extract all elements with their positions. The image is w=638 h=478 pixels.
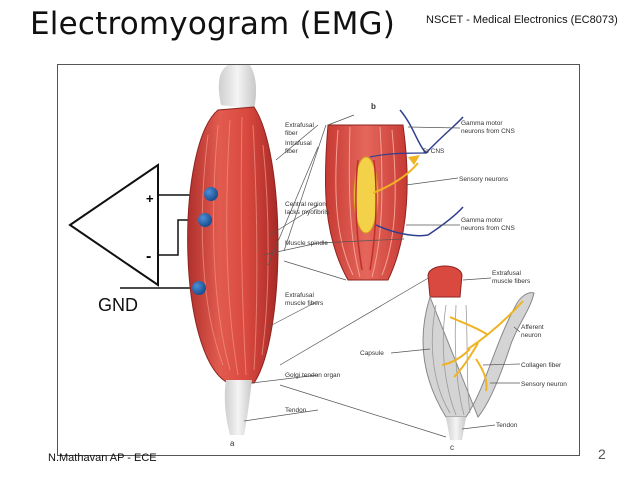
author-footer: N.Mathavan AP - ECE xyxy=(48,452,157,464)
afferent-neuron-branches xyxy=(441,300,524,392)
page-number: 2 xyxy=(598,446,606,462)
golgi-tendon-organ-detail: c xyxy=(422,265,535,452)
label-central-region-1: Central region xyxy=(285,201,326,208)
electrode-ground xyxy=(192,281,206,295)
label-sensory-neurons: Sensory neurons xyxy=(459,176,509,183)
label-intrafusal-fiber-1: Intrafusal xyxy=(285,140,312,147)
amplifier-minus-sign: - xyxy=(146,248,151,265)
label-gamma-motor-top-2: neurons from CNS xyxy=(461,128,515,135)
emg-figure: + - GND a xyxy=(57,64,580,456)
label-extrafusal-muscle-fibers-left-1: Extrafusal xyxy=(285,292,314,299)
muscle-spindle-detail: b xyxy=(324,102,464,281)
label-intrafusal-fiber-2: fiber xyxy=(285,148,298,155)
label-gamma-motor-bottom-1: Gamma motor xyxy=(461,217,503,224)
label-central-region-2: lacks myofibrils xyxy=(285,209,330,216)
electrode-top xyxy=(204,187,218,201)
panel-label-c: c xyxy=(450,443,454,452)
amplifier-plus-sign: + xyxy=(146,191,154,206)
label-gamma-motor-bottom-2: neurons from CNS xyxy=(461,225,515,232)
panel-label-a: a xyxy=(230,439,235,448)
label-golgi-tendon-organ: Golgi tendon organ xyxy=(285,372,341,379)
emg-diagram: + - GND a xyxy=(68,65,567,452)
leader-lines xyxy=(243,114,521,438)
label-extrafusal-fiber-2: fiber xyxy=(285,130,298,137)
label-extrafusal-muscle-fibers-right-2: muscle fibers xyxy=(492,278,531,285)
whole-muscle: a xyxy=(187,65,279,448)
label-muscle-spindle: Muscle spindle xyxy=(285,240,328,247)
label-extrafusal-muscle-fibers-left-2: muscle fibers xyxy=(285,300,324,307)
label-afferent-neuron-2: neuron xyxy=(521,332,542,339)
amplifier-symbol: + - xyxy=(68,163,159,287)
label-sensory-neuron: Sensory neuron xyxy=(521,381,567,388)
panel-label-b: b xyxy=(371,102,376,111)
label-gamma-motor-top-1: Gamma motor xyxy=(461,120,503,127)
ground-label: GND xyxy=(98,295,138,315)
label-tendon-right: Tendon xyxy=(496,422,518,429)
label-capsule: Capsule xyxy=(360,350,384,357)
slide-title: Electromyogram (EMG) xyxy=(30,6,396,42)
label-extrafusal-muscle-fibers-right-1: Extrafusal xyxy=(492,270,521,277)
label-extrafusal-fiber-1: Extrafusal xyxy=(285,122,314,129)
label-afferent-neuron-1: Afferent xyxy=(521,324,544,331)
course-header: NSCET - Medical Electronics (EC8073) xyxy=(426,14,618,26)
label-tendon-left: Tendon xyxy=(285,407,307,414)
label-collagen-fiber: Collagen fiber xyxy=(521,362,562,369)
electrode-middle xyxy=(198,213,212,227)
label-to-cns: To CNS xyxy=(422,148,445,155)
